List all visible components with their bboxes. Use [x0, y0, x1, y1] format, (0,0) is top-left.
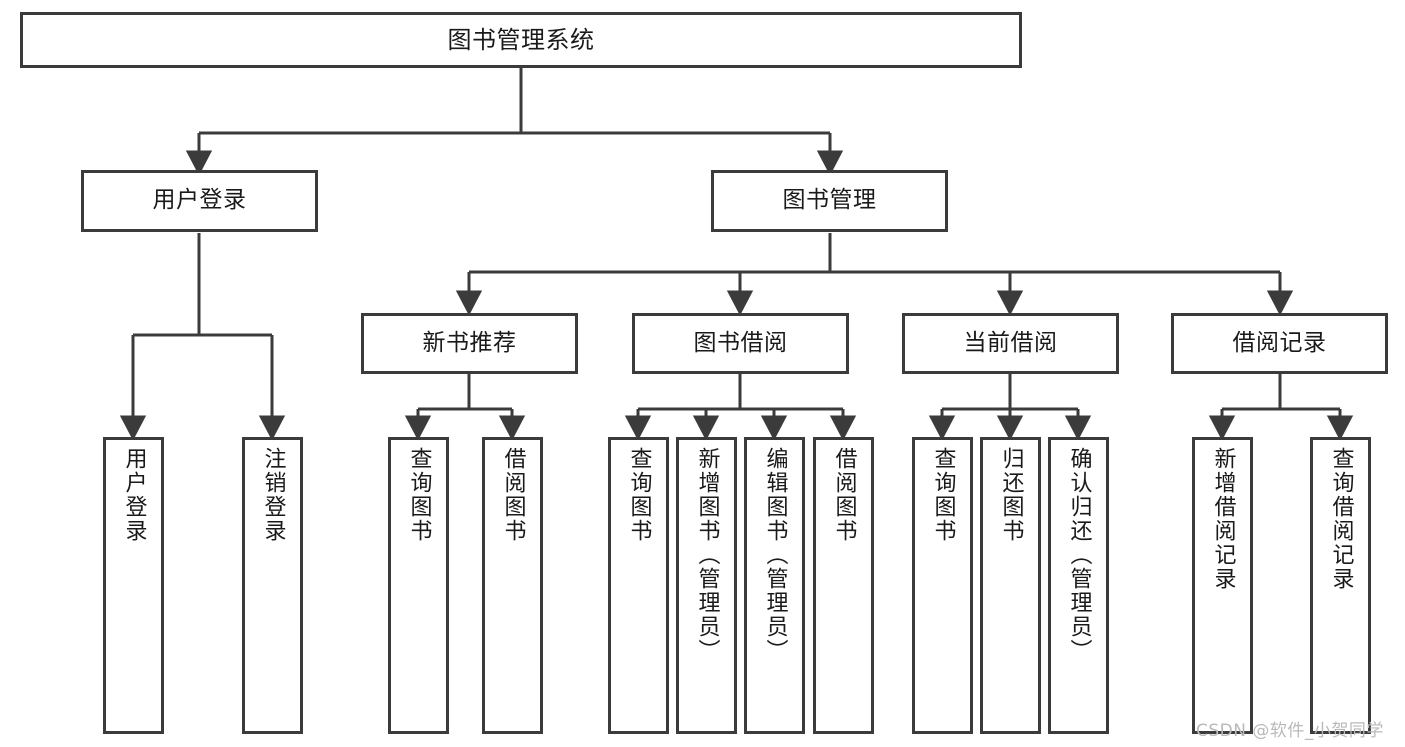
node-label: 查询借阅记录: [1328, 447, 1354, 591]
node-user-login[interactable]: 用户登录: [81, 170, 318, 232]
node-leaf-logout[interactable]: 注销登录: [242, 437, 303, 734]
node-label: 用户登录: [121, 447, 147, 543]
node-label: 图书借阅: [693, 329, 788, 356]
node-root-book-management-system[interactable]: 图书管理系统: [20, 12, 1022, 68]
node-borrowing-records[interactable]: 借阅记录: [1171, 313, 1388, 374]
node-label: 编辑图书（管理员）: [762, 447, 788, 663]
node-label: 注销登录: [260, 447, 286, 543]
node-label: 新增图书（管理员）: [694, 447, 720, 663]
node-label: 查询图书: [626, 447, 652, 543]
node-leaf-user-login[interactable]: 用户登录: [103, 437, 164, 734]
node-leaf-query-book-current[interactable]: 查询图书: [912, 437, 973, 734]
node-label: 确认归还（管理员）: [1066, 447, 1092, 663]
node-label: 借阅记录: [1232, 329, 1327, 356]
node-leaf-query-borrow-record[interactable]: 查询借阅记录: [1310, 437, 1371, 734]
node-label: 新增借阅记录: [1210, 447, 1236, 591]
node-leaf-add-book-admin[interactable]: 新增图书（管理员）: [676, 437, 737, 734]
node-book-borrowing[interactable]: 图书借阅: [632, 313, 849, 374]
node-label: 借阅图书: [500, 447, 526, 543]
node-leaf-return-book[interactable]: 归还图书: [980, 437, 1041, 734]
node-label: 图书管理: [782, 187, 877, 214]
node-new-book-recommendation[interactable]: 新书推荐: [361, 313, 578, 374]
node-leaf-query-book-recommend[interactable]: 查询图书: [388, 437, 449, 734]
node-leaf-edit-book-admin[interactable]: 编辑图书（管理员）: [744, 437, 805, 734]
node-label: 查询图书: [406, 447, 432, 543]
node-label: 借阅图书: [831, 447, 857, 543]
node-current-borrowing[interactable]: 当前借阅: [902, 313, 1119, 374]
node-label: 当前借阅: [963, 329, 1058, 356]
node-label: 归还图书: [998, 447, 1024, 543]
node-leaf-query-book-borrow[interactable]: 查询图书: [608, 437, 669, 734]
node-label: 图书管理系统: [447, 25, 595, 54]
node-leaf-add-borrow-record[interactable]: 新增借阅记录: [1192, 437, 1253, 734]
node-label: 用户登录: [152, 187, 247, 214]
node-book-management[interactable]: 图书管理: [711, 170, 948, 232]
node-leaf-confirm-return-admin[interactable]: 确认归还（管理员）: [1048, 437, 1109, 734]
csdn-watermark: CSDN @软件_小贺同学: [1196, 721, 1384, 741]
node-leaf-borrow-book[interactable]: 借阅图书: [813, 437, 874, 734]
node-label: 新书推荐: [422, 329, 517, 356]
node-leaf-borrow-book-recommend[interactable]: 借阅图书: [482, 437, 543, 734]
node-label: 查询图书: [930, 447, 956, 543]
